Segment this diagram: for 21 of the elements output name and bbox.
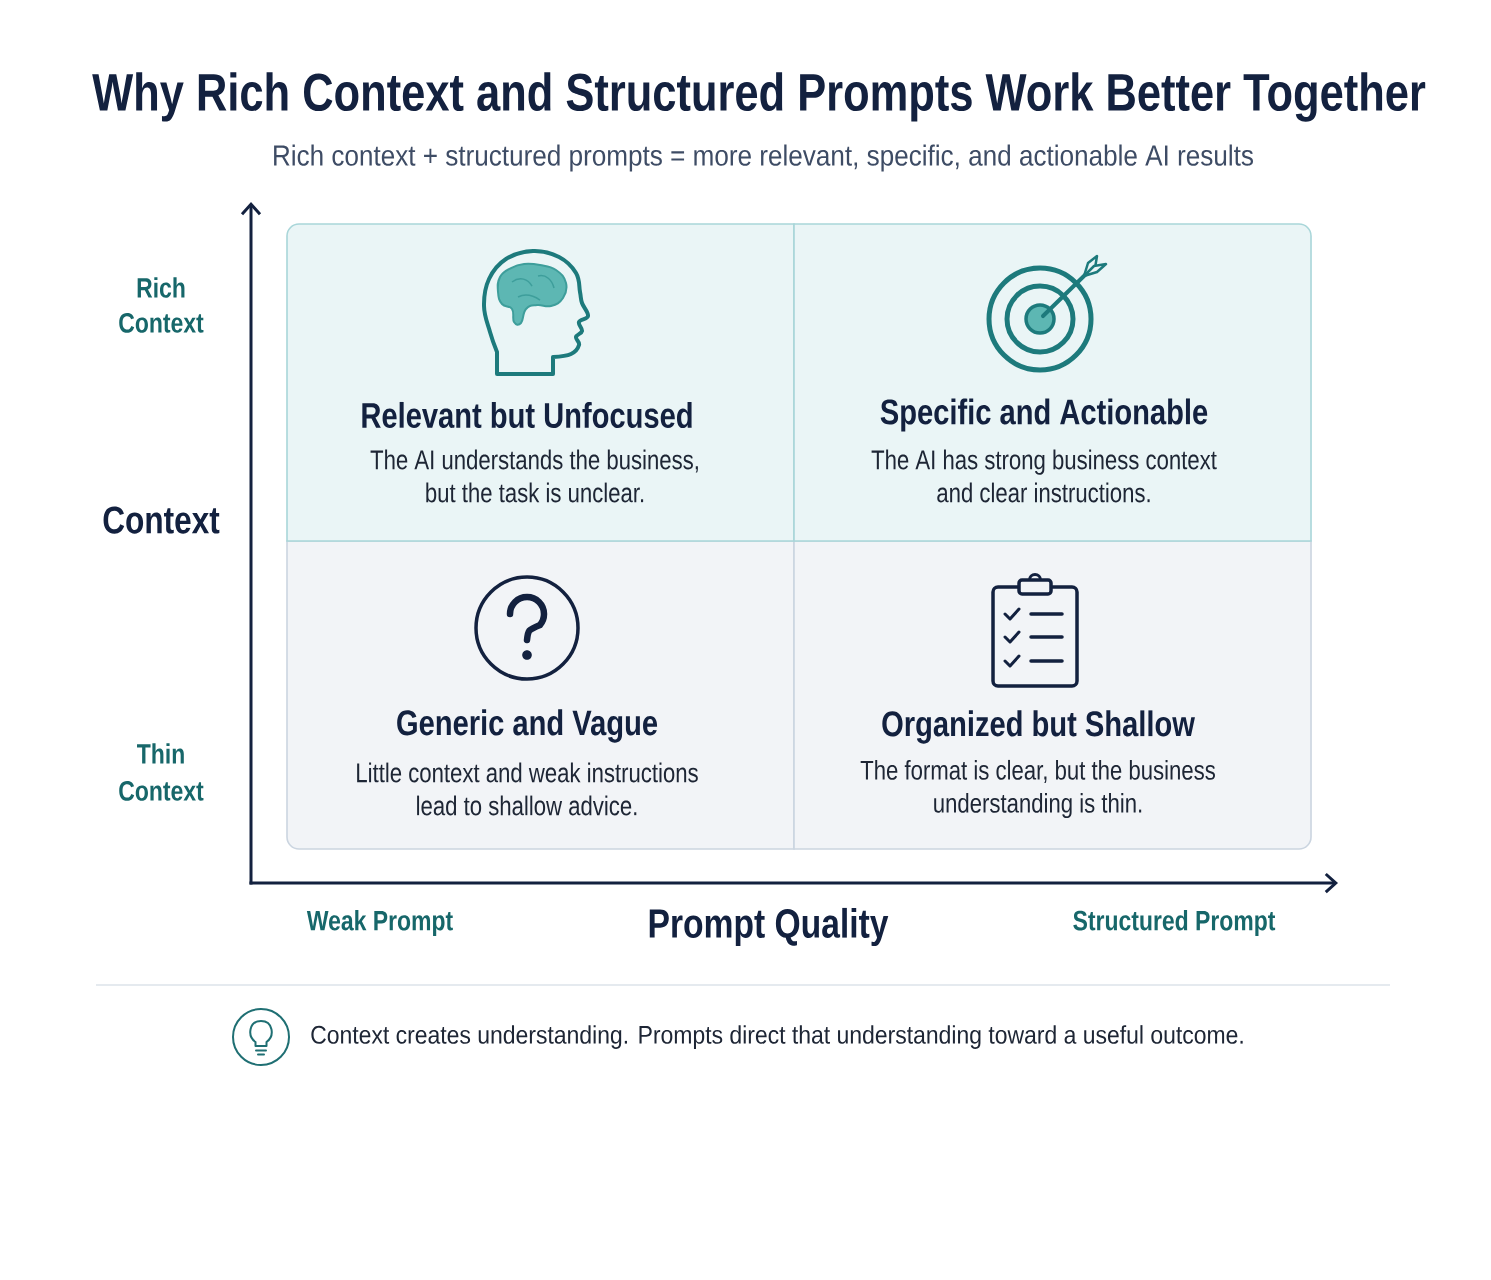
title: Why Rich Context and Structured Prompts Work Better Together — [92, 72, 1426, 122]
axis-label: Thin Context — [119, 743, 204, 801]
note-text: Context creates understanding. Prompts direct that understanding toward a useful outcome. — [311, 1025, 1243, 1049]
axis-label: Rich Context — [119, 277, 204, 333]
axis-label: Structured Prompt — [1073, 909, 1276, 937]
axis-label: Weak Prompt — [306, 909, 453, 937]
quadrant-text: The AI understands the business, but the task is unclear. — [370, 449, 698, 503]
quadrant-heading: Relevant but Unfocused — [362, 401, 692, 429]
axis-title: Prompt Quality — [649, 907, 889, 947]
quadrant-text: The format is clear, but the business understanding is thin. — [860, 759, 1215, 819]
subtitle: Rich context + structured prompts = more relevant, specific, and actionable AI results — [274, 144, 1253, 172]
quadrant-heading: Organized but Shallow — [882, 710, 1195, 744]
quadrant-card — [793, 223, 1312, 542]
quadrant-heading: Specific and Actionable — [880, 398, 1208, 432]
quadrant-card — [793, 540, 1312, 850]
quadrant-heading: Generic and Vague — [397, 709, 658, 743]
quadrant-text: Little context and weak instructions lead to shallow advice. — [357, 762, 698, 816]
quadrant-card — [286, 540, 795, 850]
quadrant-card — [286, 223, 795, 542]
quadrant-text: The AI has strong business context and clear instructions. — [871, 449, 1217, 503]
axis-title: Context — [103, 506, 220, 534]
